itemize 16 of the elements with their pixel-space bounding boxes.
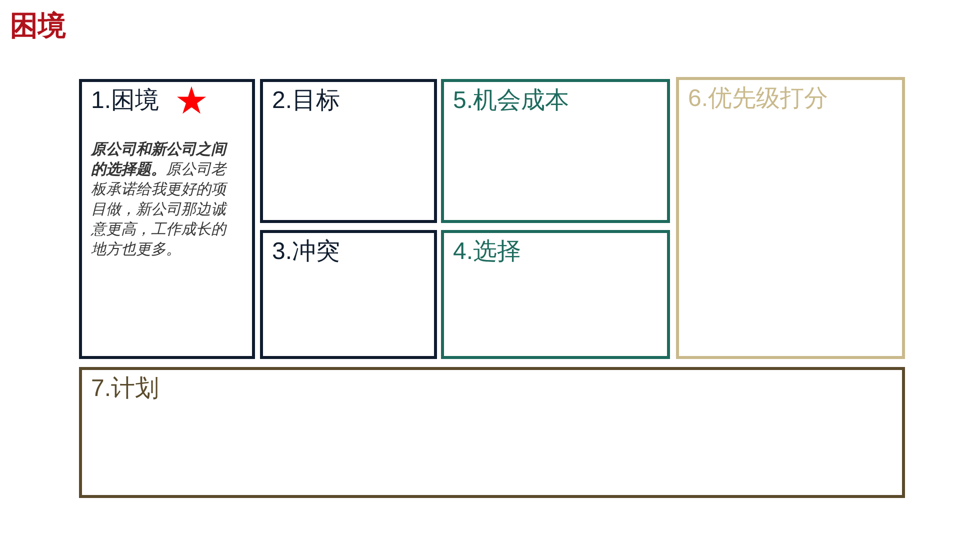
section-heading: 6.优先级打分: [688, 84, 828, 114]
section-heading: 1.困境: [91, 86, 160, 116]
section-heading: 4.选择: [453, 237, 522, 267]
section-box: [441, 230, 670, 359]
section-heading: 3.冲突: [272, 237, 340, 267]
section-heading: 2.目标: [272, 86, 340, 116]
section-heading: 5.机会成本: [453, 86, 570, 116]
section-box: [79, 367, 905, 498]
section-box: [260, 230, 437, 359]
section-heading: 7.计划: [91, 374, 160, 404]
section-box: [260, 79, 437, 223]
section-box: [79, 79, 255, 359]
section-box: [676, 77, 905, 359]
page-title: 困境: [10, 9, 66, 43]
section-box: [441, 79, 670, 223]
section-description: 原公司和新公司之间的选择题。原公司老板承诺给我更好的项目做，新公司那边诚意更高，工作成长的地方也更多。: [91, 140, 229, 260]
